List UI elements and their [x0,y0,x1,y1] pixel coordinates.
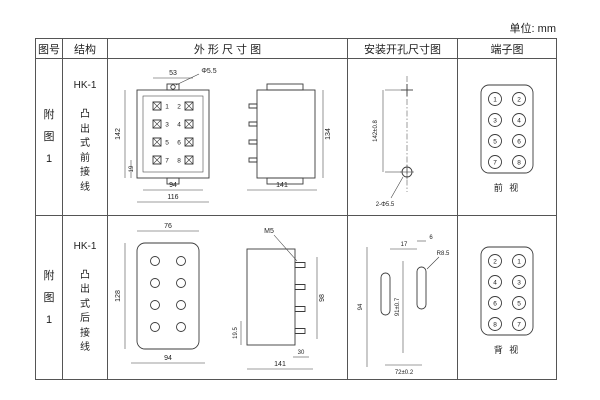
rterm-7: 7 [517,321,521,328]
header-mounting: 安装开孔尺寸图 [348,39,458,59]
front-num-7: 7 [165,157,169,164]
terminal-screw-marks [152,101,193,164]
row1-structure: HK-1 凸 出 式 前 接 线 [63,59,108,216]
dim-128: 128 [115,290,122,302]
front-num-5: 5 [165,139,169,146]
dim-hole: Φ5.5 [201,68,216,75]
front-num-1: 1 [165,103,169,110]
dim-19-5: 19.5 [233,327,239,339]
spec-table: 图号 结构 外 形 尺 寸 图 安装开孔尺寸图 端子图 附 图 1 HK-1 凸… [35,38,557,380]
dim-m5: M5 [264,228,274,235]
view-label-rear: 背 视 [494,344,521,355]
dim-76: 76 [164,223,172,230]
front-view: 1 2 3 4 5 6 7 8 [136,83,209,184]
dim-r8-5: R8.5 [436,251,449,257]
dim-142: 142 [115,128,122,140]
rterm-4: 4 [493,279,497,286]
header-structure: 结构 [63,39,108,59]
dim-98: 98 [319,294,326,302]
dim-6: 6 [429,235,433,241]
term-5: 5 [493,138,497,145]
outline-drawing-rear-wiring: 76 128 94 M5 98 19.5 30 [115,223,326,370]
term-3: 3 [493,117,497,124]
dim-141: 141 [276,182,288,189]
terminal-circles: 1 2 3 4 5 6 7 8 [488,91,526,169]
bottom-hole [399,164,414,179]
row1-fig-no: 附 图 1 [36,59,63,216]
dim-91-tol: 91±0.7 [395,297,401,316]
terminal-squares [152,101,193,164]
dim-19: 19 [129,165,135,172]
dim-134: 134 [325,128,332,140]
header-outline: 外 形 尺 寸 图 [108,39,348,59]
front-num-2: 2 [177,103,181,110]
dim-17: 17 [400,242,407,248]
mounting-drawing-front-wiring: 142±0.8 2-Φ5.5 [373,75,414,208]
front-num-6: 6 [177,139,181,146]
rterm-6: 6 [493,300,497,307]
dim-94c: 94 [358,303,364,310]
outline-drawing-front-wiring: 1 2 3 4 5 6 7 8 53 Φ5.5 142 [115,68,332,202]
rterm-8: 8 [493,321,497,328]
terminal-diagram-rear: 2 1 4 3 6 5 8 7 背 视 [480,246,534,355]
row2-outline-cell: 76 128 94 M5 98 19.5 30 [108,216,348,379]
dim-94: 94 [169,182,177,189]
rterm-1: 1 [517,258,521,265]
term-4: 4 [517,117,521,124]
rear-view [136,242,199,350]
term-2: 2 [517,96,521,103]
front-num-8: 8 [177,157,181,164]
row1-mounting-cell: 142±0.8 2-Φ5.5 [348,59,458,216]
dim-142-tol: 142±0.8 [373,119,379,141]
rterm-5: 5 [517,300,521,307]
rterm-2: 2 [493,258,497,265]
view-label-front: 前 视 [494,182,521,193]
row2-structure: HK-1 凸 出 式 后 接 线 [63,216,108,379]
term-8: 8 [517,159,521,166]
right-slot [416,266,426,310]
term-1: 1 [493,96,497,103]
terminal-circles-rear: 2 1 4 3 6 5 8 7 [488,254,526,331]
rear-view-dimensions: 76 128 94 [115,223,205,364]
header-fig-no: 图号 [36,39,63,59]
rear-studs [294,262,305,334]
rterm-3: 3 [517,279,521,286]
front-num-4: 4 [177,121,181,128]
side-studs [248,103,257,162]
dim-94b: 94 [164,355,172,362]
term-6: 6 [517,138,521,145]
row2-mounting-cell: 17 6 R8.5 94 91±0.7 72±0.2 [348,216,458,379]
row1-outline-cell: 1 2 3 4 5 6 7 8 53 Φ5.5 142 [108,59,348,216]
row1-terminal-cell: 1 2 3 4 5 6 7 8 前 视 [458,59,556,216]
row2-fig-no: 附 图 1 [36,216,63,379]
dim-53: 53 [169,70,177,77]
label-2-holes: 2-Φ5.5 [375,202,394,208]
side-view-rear: M5 98 19.5 30 141 [233,228,326,370]
dim-72-tol: 72±0.2 [394,370,413,376]
side-view: 134 141 [246,83,332,190]
row2-terminal-cell: 2 1 4 3 6 5 8 7 背 视 [458,216,556,379]
dim-30: 30 [297,350,304,356]
term-7: 7 [493,159,497,166]
unit-label: 单位: mm [509,23,556,35]
dim-116: 116 [167,194,178,201]
header-terminal: 端子图 [458,39,556,59]
dim-141b: 141 [274,361,286,368]
mounting-drawing-rear-wiring: 17 6 R8.5 94 91±0.7 72±0.2 [358,235,450,376]
front-num-3: 3 [165,121,169,128]
terminal-diagram-front: 1 2 3 4 5 6 7 8 前 视 [480,84,534,193]
front-view-dimensions: 53 Φ5.5 142 19 94 116 [115,68,216,202]
left-slot [380,272,390,316]
